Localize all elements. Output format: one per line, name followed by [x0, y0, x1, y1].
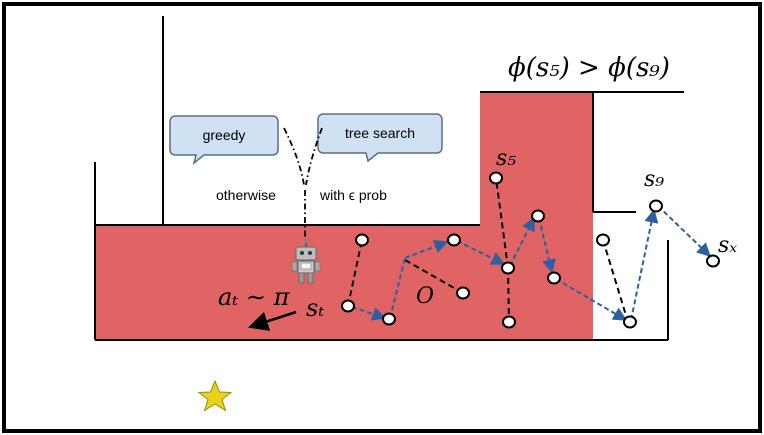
state-label-s5: s₅ [496, 146, 516, 171]
robot-icon [291, 239, 321, 284]
otherwise-label: otherwise [216, 187, 276, 203]
state-node [447, 233, 461, 247]
state-node [596, 233, 610, 247]
state-node-s5 [489, 171, 503, 185]
state-node [502, 315, 516, 329]
state-node [382, 312, 396, 326]
trajectory-edges [351, 205, 712, 321]
state-label-st: sₜ [306, 294, 324, 322]
state-node-st [341, 299, 355, 313]
tree-search-label: tree search [345, 125, 415, 141]
action-arrow [248, 310, 297, 331]
state-label-o: O [416, 284, 434, 309]
map-boundaries [94, 16, 684, 341]
candidate-edges [347, 177, 629, 323]
state-node-sx [706, 254, 720, 268]
tree-search-bubble: tree search [317, 113, 443, 163]
epsilon-prob-label: with ϵ prob [319, 187, 387, 203]
state-node [623, 315, 637, 329]
star-icon [197, 379, 233, 412]
state-node-s9 [649, 199, 663, 213]
state-node [547, 271, 561, 285]
state-node [531, 209, 545, 223]
potential-inequality: ϕ(s₅) > ϕ(s₉) [508, 53, 670, 83]
state-node [501, 261, 515, 275]
state-node [355, 233, 369, 247]
greedy-bubble: greedy [169, 115, 279, 165]
state-node [456, 286, 470, 300]
state-label-sx: sₓ [718, 233, 737, 258]
branch-lines [283, 127, 323, 240]
greedy-label: greedy [203, 127, 246, 143]
state-label-s9: s₉ [644, 167, 664, 192]
state-nodes [341, 171, 720, 329]
action-label: aₜ ∼ π [218, 283, 291, 311]
